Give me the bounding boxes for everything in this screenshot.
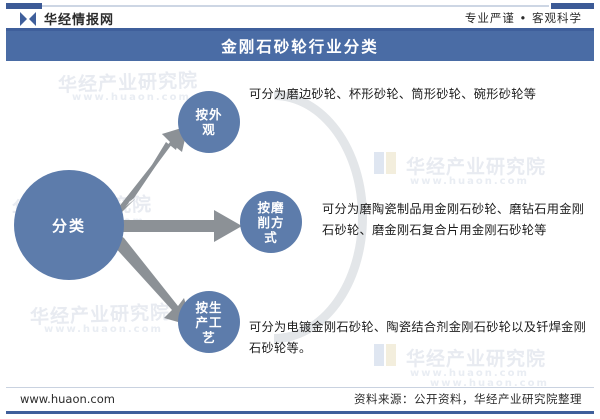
top-divider-line	[42, 5, 549, 7]
top-accent-right	[551, 3, 594, 9]
page-title-bar: 金刚石砂轮行业分类	[6, 31, 594, 61]
description-appearance: 可分为磨边砂轮、杯形砂轮、筒形砂轮、碗形砂轮等	[249, 87, 537, 101]
diagram-canvas: 分类 按外 观 按磨 削方 式 按生 产工 艺 可分为磨边砂轮、杯形砂轮、筒形砂…	[0, 64, 600, 374]
footer-rule	[6, 387, 594, 388]
header-rule	[6, 28, 594, 31]
page-title: 金刚石砂轮行业分类	[221, 38, 379, 56]
node-branch-grinding-method[interactable]: 按磨 削方 式	[240, 191, 302, 253]
node-branch-production-process-label: 按生 产工 艺	[195, 299, 223, 345]
bottom-accent-rule	[6, 411, 594, 414]
node-branch-production-process[interactable]: 按生 产工 艺	[178, 291, 240, 353]
description-grinding-method: 可分为磨陶瓷制品用金刚石砂轮、磨钻石用金刚石砂轮、磨金刚石复合片用金刚石砂轮等	[322, 202, 585, 237]
top-accent-left	[6, 3, 42, 9]
node-branch-grinding-method-label: 按磨 削方 式	[257, 199, 285, 245]
brand-name: 华经情报网	[44, 13, 115, 28]
brand: 华经情报网	[20, 9, 114, 28]
page-header: 华经情报网 专业严谨 • 客观科学	[0, 9, 600, 28]
node-branch-appearance-label: 按外 观	[195, 107, 223, 137]
description-production-process: 可分为电镀金刚石砂轮、陶瓷结合剂金刚石砂轮以及钎焊金刚石砂轮等。	[249, 320, 587, 355]
header-tagline: 专业严谨 • 客观科学	[464, 11, 582, 25]
huaon-bowtie-logo-icon	[20, 11, 37, 26]
footer-site-url[interactable]: www.huaon.com	[20, 392, 115, 406]
arrow-to-grinding-method-icon	[118, 210, 242, 242]
node-branch-appearance[interactable]: 按外 观	[178, 91, 240, 153]
page-footer: www.huaon.com 资料来源：公开资料，华经产业研究院整理	[0, 390, 600, 412]
footer-source-note: 资料来源：公开资料，华经产业研究院整理	[354, 392, 582, 406]
node-root-label: 分类	[51, 216, 86, 235]
node-root[interactable]: 分类	[14, 170, 124, 280]
